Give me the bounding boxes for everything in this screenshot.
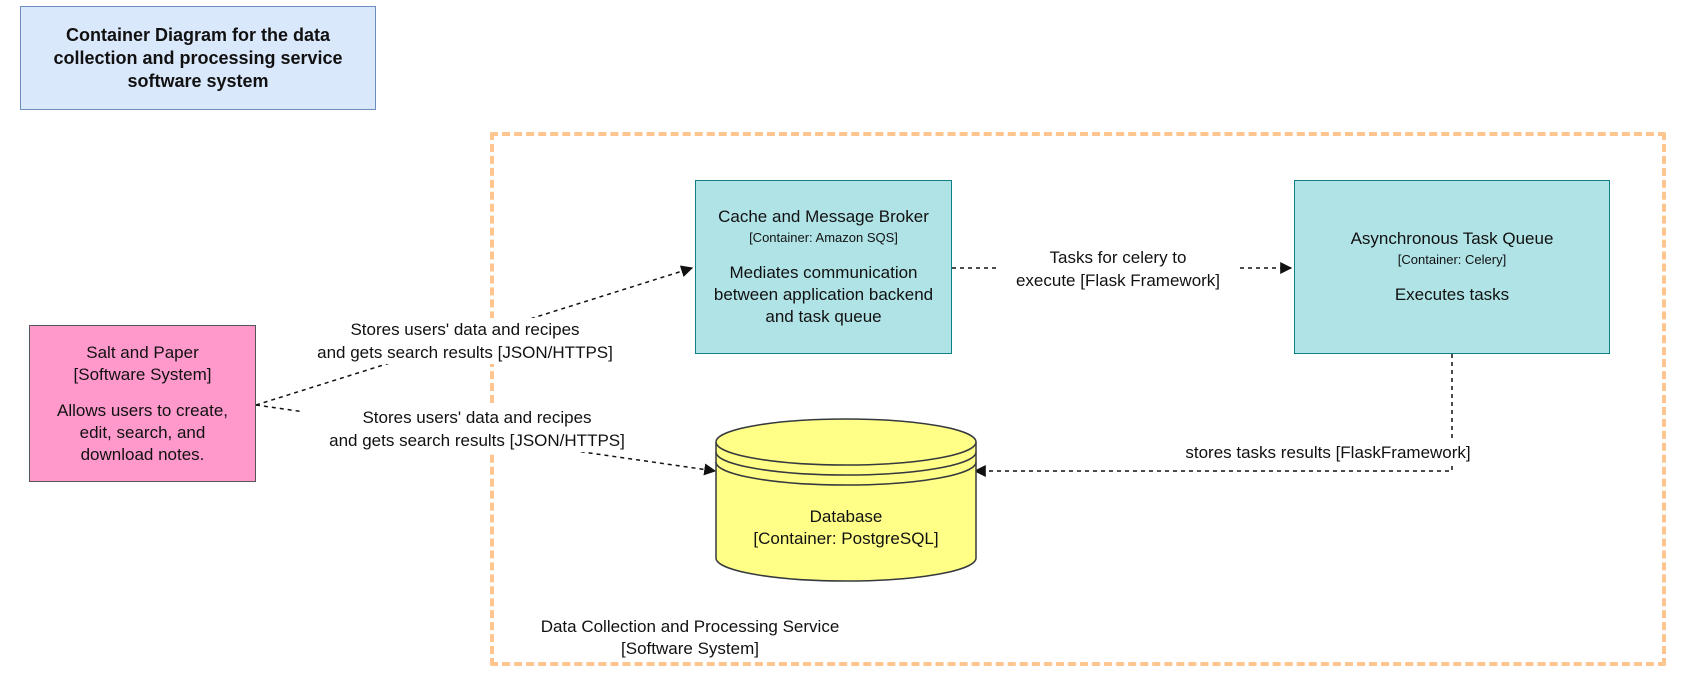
edge-label-async-to-db: stores tasks results [FlaskFramework] bbox=[1158, 441, 1498, 464]
system-boundary-type: [Software System] bbox=[621, 639, 759, 658]
edge-salt-to-db[interactable] bbox=[255, 404, 717, 476]
system-boundary bbox=[490, 132, 1666, 666]
edge-label-salt-to-cache: Stores users' data and recipes and gets … bbox=[290, 318, 640, 364]
edge-label-salt-to-db: Stores users' data and recipes and gets … bbox=[302, 406, 652, 452]
diagram-title: Container Diagram for the data collectio… bbox=[20, 6, 376, 110]
edge-label-line: Stores users' data and recipes bbox=[350, 320, 580, 339]
system-boundary-name: Data Collection and Processing Service bbox=[540, 617, 840, 636]
database-label: Database [Container: PostgreSQL] bbox=[716, 506, 976, 550]
cache-name: Cache and Message Broker bbox=[718, 207, 929, 226]
async-name: Asynchronous Task Queue bbox=[1350, 229, 1554, 248]
edge-label-line: and gets search results [JSON/HTTPS] bbox=[317, 343, 613, 362]
database-name: Database bbox=[809, 507, 883, 526]
salt-and-paper-description: Allows users to create, edit, search, an… bbox=[56, 400, 228, 464]
database-cylinder[interactable] bbox=[715, 418, 977, 582]
edge-label-line: execute [Flask Framework] bbox=[1015, 271, 1221, 290]
database-tech: [Container: PostgreSQL] bbox=[753, 529, 939, 548]
salt-and-paper-type: [Software System] bbox=[73, 364, 212, 384]
salt-and-paper-system[interactable]: Salt and Paper [Software System] Allows … bbox=[29, 325, 256, 482]
edge-label-line: and gets search results [JSON/HTTPS] bbox=[329, 431, 625, 450]
cache-message-broker-container[interactable]: Cache and Message Broker [Container: Ama… bbox=[695, 180, 952, 354]
async-tech: [Container: Celery] bbox=[1397, 252, 1507, 267]
async-task-queue-container[interactable]: Asynchronous Task Queue [Container: Cele… bbox=[1294, 180, 1610, 354]
edge-async-to-db[interactable] bbox=[973, 354, 1453, 477]
edge-label-cache-to-async: Tasks for celery to execute [Flask Frame… bbox=[998, 246, 1238, 292]
edge-label-line: Tasks for celery to bbox=[1049, 248, 1187, 267]
async-description: Executes tasks bbox=[1394, 285, 1510, 304]
cache-description: Mediates communication between applicati… bbox=[713, 263, 934, 326]
system-boundary-label: Data Collection and Processing Service [… bbox=[500, 616, 880, 660]
edge-label-line: Stores users' data and recipes bbox=[362, 408, 592, 427]
cache-tech: [Container: Amazon SQS] bbox=[749, 230, 898, 245]
salt-and-paper-name: Salt and Paper bbox=[86, 342, 199, 362]
edge-label-line: stores tasks results [FlaskFramework] bbox=[1185, 443, 1471, 462]
diagram-title-text: Container Diagram for the data collectio… bbox=[53, 24, 343, 91]
